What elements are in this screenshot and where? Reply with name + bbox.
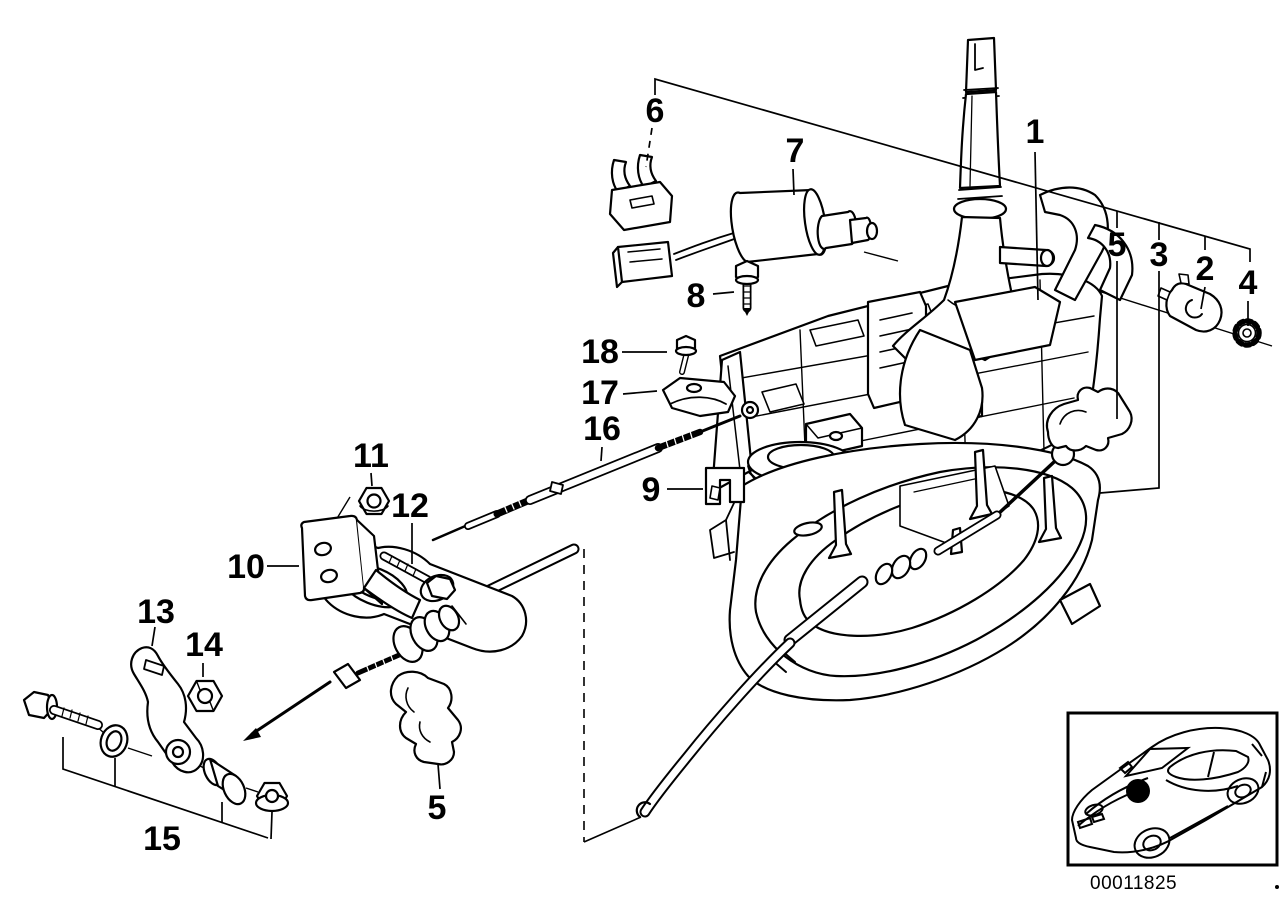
leader-2 xyxy=(1200,286,1206,310)
car-location-inset: 00011825 xyxy=(1066,711,1279,894)
part-4-star-washer xyxy=(1232,318,1262,348)
callout-9: 9 xyxy=(642,471,661,509)
leader-15-c xyxy=(270,811,273,840)
part-17-clamp xyxy=(661,376,737,418)
callout-11: 11 xyxy=(353,437,389,475)
diagram-code: 00011825 xyxy=(1090,873,1177,894)
part-13-lever xyxy=(130,646,205,774)
leader-7 xyxy=(792,168,795,196)
leader-11 xyxy=(370,472,373,487)
part-1-shift-lever xyxy=(891,36,1134,442)
part-12-bolt xyxy=(379,551,457,603)
callout-16: 16 xyxy=(583,410,621,448)
callout-labels: 1 2 3 4 5 5 6 7 8 9 10 11 12 13 14 15 16… xyxy=(137,92,1257,858)
part-2-bushing xyxy=(1157,273,1223,333)
part-9-clip xyxy=(704,466,746,506)
part-14-nut xyxy=(186,679,224,713)
leader-3 xyxy=(1099,271,1160,494)
cable-continuation-link xyxy=(583,549,642,843)
part-18-screw xyxy=(674,334,698,375)
part-6-clamp xyxy=(608,153,674,232)
leader-5b xyxy=(437,763,441,790)
period-mark xyxy=(1275,885,1279,889)
leader-1 xyxy=(1034,151,1039,301)
part-15-hardware-set xyxy=(22,690,290,813)
callout-1: 1 xyxy=(1026,113,1045,151)
callout-14: 14 xyxy=(185,626,223,664)
callout-17: 17 xyxy=(581,374,619,412)
leader-17 xyxy=(622,390,658,395)
leader-16 xyxy=(600,446,603,462)
leader-lines xyxy=(62,77,1251,840)
part-8-bolt xyxy=(734,259,760,316)
callout-6: 6 xyxy=(646,92,665,130)
part-5-clip-bottom xyxy=(389,670,462,766)
callout-5-bottom: 5 xyxy=(428,789,447,827)
callout-3: 3 xyxy=(1150,236,1169,274)
callout-5-right: 5 xyxy=(1108,226,1127,264)
artwork xyxy=(22,36,1262,819)
part-5-clip-right xyxy=(1045,386,1133,452)
part-7-solenoid xyxy=(611,188,879,289)
part-16-detent-cable xyxy=(431,400,760,542)
leader-rail-top xyxy=(654,77,1251,262)
leader-6-dashed xyxy=(645,127,653,168)
part-10-bracket xyxy=(300,514,422,620)
leader-13 xyxy=(151,626,156,647)
callout-13: 13 xyxy=(137,593,175,631)
callout-4: 4 xyxy=(1239,264,1258,302)
callout-15: 15 xyxy=(143,820,181,858)
callout-10: 10 xyxy=(227,548,265,586)
callout-2: 2 xyxy=(1196,250,1215,288)
callout-7: 7 xyxy=(786,132,805,170)
leader-8 xyxy=(712,291,735,295)
part-11-nut xyxy=(357,486,391,516)
callout-18: 18 xyxy=(581,333,619,371)
leader-15-rail xyxy=(62,737,269,839)
callout-12: 12 xyxy=(391,487,429,525)
callout-8: 8 xyxy=(687,277,706,315)
part-shift-bowden-cable xyxy=(635,441,1076,819)
location-marker-dot xyxy=(1126,779,1150,803)
